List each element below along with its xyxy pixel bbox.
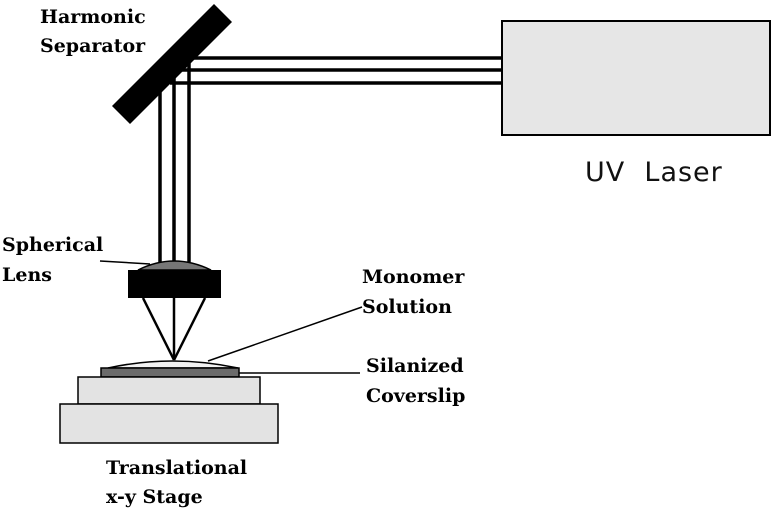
harmonic-separator-label: Harmonic Separator (40, 6, 152, 57)
horizontal-laser-beams (170, 56, 502, 85)
lens-holder (128, 270, 221, 298)
focused-beam-cone (141, 297, 207, 361)
spherical-lens-label: Spherical Lens (2, 234, 110, 286)
monomer-solution-label: Monomer Solution (362, 266, 471, 318)
vertical-laser-beams (158, 62, 191, 262)
monomer-solution-droplet (107, 360, 239, 369)
stage-upper-tier (77, 376, 261, 405)
spherical-lens-leader-line (99, 260, 151, 265)
monomer-solution-leader-line (207, 306, 363, 362)
uv-laser-box (501, 20, 771, 136)
spherical-lens (137, 260, 212, 271)
translational-stage-label: Translational x-y Stage (106, 457, 254, 508)
silanized-coverslip (100, 367, 240, 378)
uv-laser-label: UV Laser (585, 157, 723, 188)
harmonic-separator-mirror (112, 4, 232, 124)
silanized-coverslip-label: Silanized Coverslip (366, 355, 470, 407)
stage-lower-tier (59, 403, 279, 444)
